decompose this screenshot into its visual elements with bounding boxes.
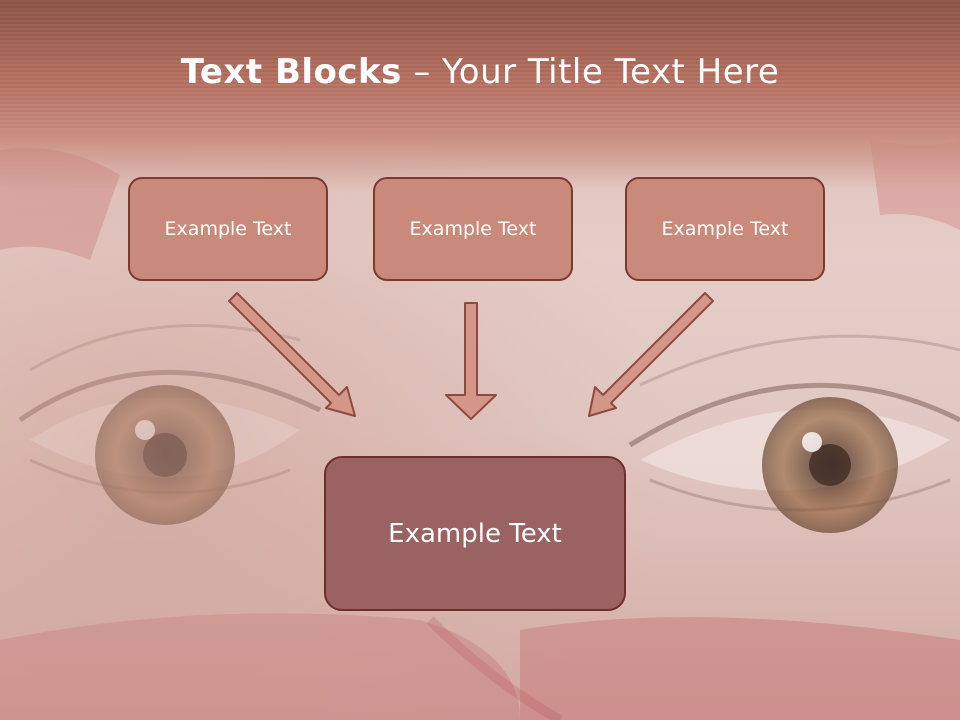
text-block-right-label: Example Text (661, 218, 789, 240)
title-bold-text: Text Blocks (180, 52, 402, 92)
main-text-block[interactable]: Example Text (324, 456, 626, 611)
title-regular-text: Your Title Text Here (442, 52, 780, 92)
text-block-right[interactable]: Example Text (625, 177, 825, 281)
text-block-left-label: Example Text (164, 218, 292, 240)
main-text-block-label: Example Text (388, 518, 562, 549)
text-block-center[interactable]: Example Text (373, 177, 573, 281)
title-band-texture (0, 0, 960, 130)
slide-title[interactable]: Text Blocks – Your Title Text Here (0, 52, 960, 92)
text-block-center-label: Example Text (409, 218, 537, 240)
text-block-left[interactable]: Example Text (128, 177, 328, 281)
title-band (0, 0, 960, 190)
title-separator: – (401, 52, 443, 92)
